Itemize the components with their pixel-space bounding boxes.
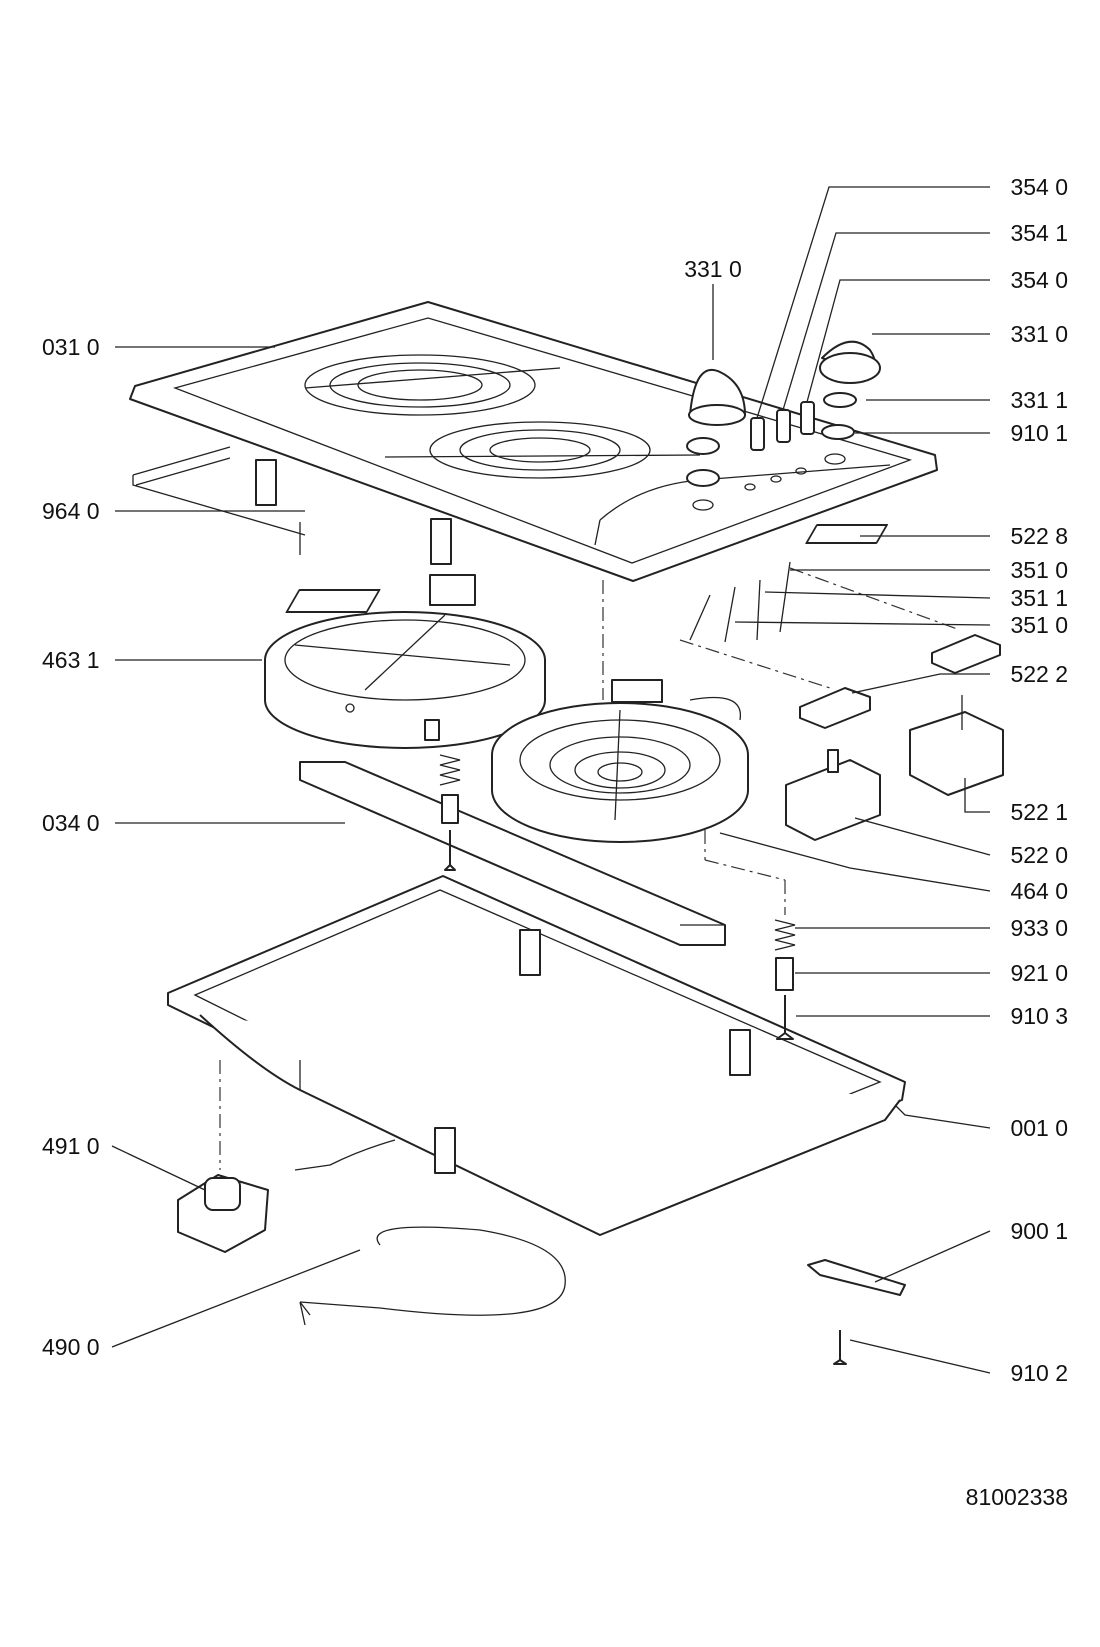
label-001-0: 001 0 — [1010, 1115, 1068, 1141]
label-964-0: 964 0 — [42, 498, 100, 524]
label-921-0: 921 0 — [1010, 960, 1068, 986]
seal-gasket — [132, 446, 306, 555]
label-522-1: 522 1 — [1010, 799, 1068, 825]
label-331-1: 331 1 — [1010, 387, 1068, 413]
fixing-clip — [807, 1259, 906, 1296]
label-331-0-right: 331 0 — [1010, 321, 1068, 347]
label-933-0: 933 0 — [1010, 915, 1068, 941]
fixing-screw — [833, 1330, 847, 1365]
heating-element-right — [491, 679, 749, 843]
springs-sleeves-screws — [439, 754, 796, 1040]
power-cable — [294, 1139, 566, 1326]
document-number: 81002338 — [966, 1484, 1068, 1510]
label-351-0-a: 351 0 — [1010, 557, 1068, 583]
leader-lines — [111, 186, 991, 1374]
label-031-0: 031 0 — [42, 334, 100, 360]
label-354-0-top: 354 0 — [1010, 174, 1068, 200]
control-knobs — [686, 340, 881, 487]
control-switches — [785, 634, 1004, 841]
assembly-lines — [219, 567, 961, 1170]
label-910-3: 910 3 — [1010, 1003, 1068, 1029]
ceramic-glass-top — [129, 301, 938, 613]
heating-element-left — [264, 574, 546, 749]
terminal-block — [177, 1174, 269, 1253]
label-900-1: 900 1 — [1010, 1218, 1068, 1244]
label-034-0: 034 0 — [42, 810, 100, 836]
label-910-1: 910 1 — [1010, 420, 1068, 446]
label-522-8: 522 8 — [1010, 523, 1068, 549]
label-463-1: 463 1 — [42, 647, 100, 673]
label-351-1: 351 1 — [1010, 585, 1068, 611]
label-464-0: 464 0 — [1010, 878, 1068, 904]
label-490-0: 490 0 — [42, 1334, 100, 1360]
label-522-0: 522 0 — [1010, 842, 1068, 868]
label-522-2: 522 2 — [1010, 661, 1068, 687]
internal-wiring — [689, 561, 791, 643]
label-331-0-top: 331 0 — [684, 256, 742, 282]
label-354-1: 354 1 — [1010, 220, 1068, 246]
label-491-0: 491 0 — [42, 1133, 100, 1159]
support-bar — [299, 761, 726, 946]
label-354-0: 354 0 — [1010, 267, 1068, 293]
label-351-0-b: 351 0 — [1010, 612, 1068, 638]
housing-tray — [167, 875, 906, 1236]
part-labels: 354 0 354 1 354 0 331 0 331 0 331 1 910 … — [42, 174, 1068, 1510]
label-910-2: 910 2 — [1010, 1360, 1068, 1386]
